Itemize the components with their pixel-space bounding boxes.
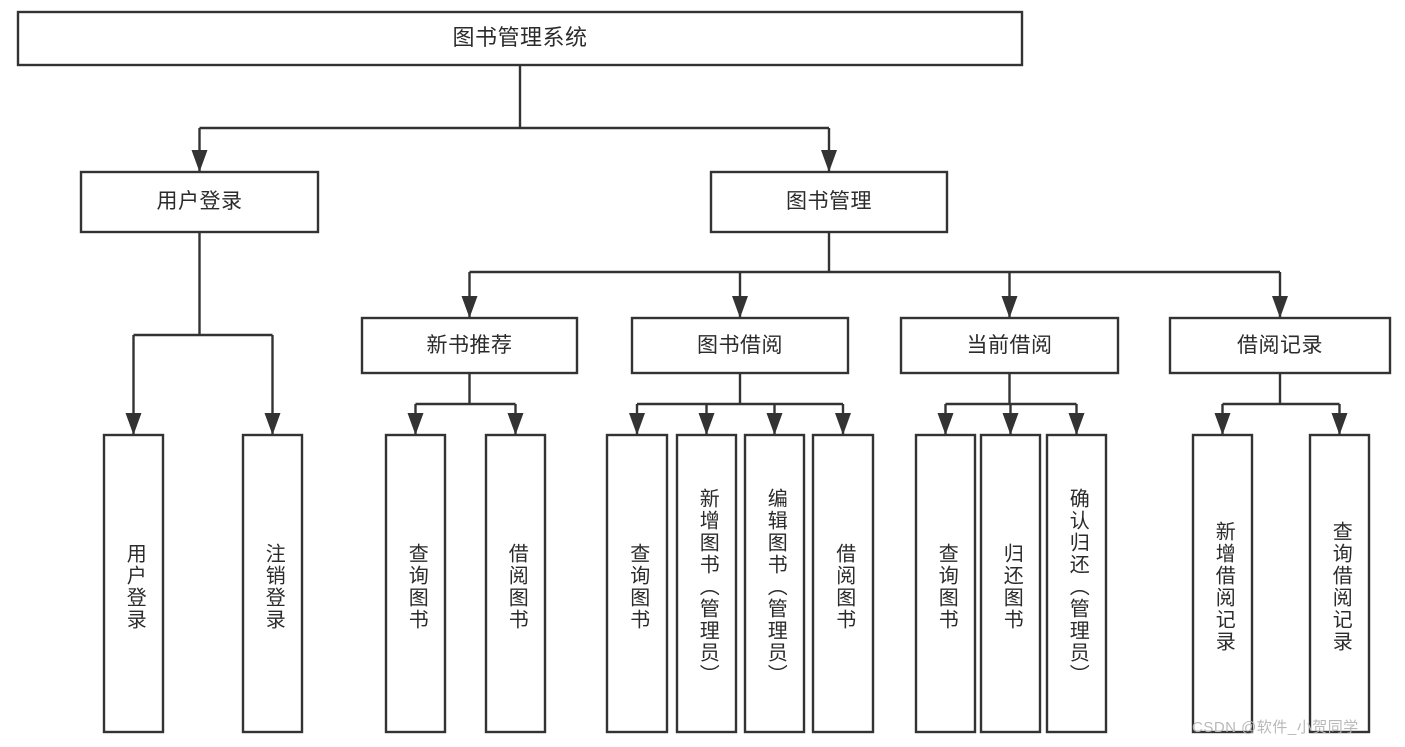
- node-box-leaf-query-book-3[interactable]: [914, 433, 977, 734]
- arrow-head-icon-book-manage: [821, 150, 837, 172]
- node-box-new-book-rec[interactable]: [360, 316, 579, 375]
- node-box-root[interactable]: [16, 10, 1024, 67]
- arrow-head-icon-leaf-edit-book: [766, 413, 783, 435]
- node-box-leaf-edit-book[interactable]: [743, 433, 806, 734]
- arrow-head-icon-leaf-add-record: [1214, 413, 1231, 435]
- arrow-head-icon-current-borrow: [1001, 296, 1018, 318]
- node-shapes-layer: [16, 10, 1392, 734]
- node-box-leaf-add-record[interactable]: [1191, 433, 1254, 734]
- arrow-head-icon-borrow-record: [1272, 296, 1288, 318]
- arrow-head-icon-leaf-query-book-2: [629, 413, 645, 435]
- node-box-leaf-logout[interactable]: [241, 433, 304, 734]
- arrow-head-icon-leaf-add-book: [698, 413, 715, 435]
- connector-layer: [125, 65, 1348, 435]
- node-box-leaf-query-book-1[interactable]: [384, 433, 447, 734]
- node-box-book-manage[interactable]: [709, 170, 949, 234]
- node-box-leaf-borrow-book-1[interactable]: [484, 433, 547, 734]
- node-box-user-login[interactable]: [79, 170, 320, 234]
- node-box-current-borrow[interactable]: [899, 316, 1120, 375]
- arrow-head-icon-leaf-logout: [264, 413, 281, 435]
- node-box-leaf-user-login[interactable]: [102, 433, 165, 734]
- arrow-head-icon-leaf-query-book-1: [407, 413, 424, 435]
- node-box-leaf-query-record[interactable]: [1308, 433, 1371, 734]
- arrow-head-icon-leaf-borrow-book-2: [835, 413, 851, 435]
- arrow-head-icon-leaf-borrow-book-1: [507, 413, 524, 435]
- node-box-leaf-return-book[interactable]: [979, 433, 1042, 734]
- arrow-head-icon-leaf-confirm-return: [1068, 413, 1085, 435]
- arrow-head-icon-book-borrow: [732, 296, 748, 318]
- arrow-head-icon-leaf-user-login: [125, 413, 142, 435]
- arrow-head-icon-leaf-query-book-3: [937, 413, 954, 435]
- node-box-borrow-record[interactable]: [1168, 316, 1392, 375]
- node-box-book-borrow[interactable]: [630, 316, 850, 375]
- csdn-watermark: CSDN @软件_小贺同学: [1192, 719, 1359, 736]
- arrow-head-icon-leaf-return-book: [1002, 413, 1019, 435]
- node-box-leaf-add-book[interactable]: [675, 433, 738, 734]
- node-box-leaf-query-book-2[interactable]: [605, 433, 669, 734]
- node-box-leaf-confirm-return[interactable]: [1045, 433, 1108, 734]
- arrow-head-icon-leaf-query-record: [1331, 413, 1348, 435]
- node-box-leaf-borrow-book-2[interactable]: [811, 433, 875, 734]
- arrow-head-icon-user-login: [191, 150, 208, 172]
- arrow-head-icon-new-book-rec: [461, 296, 478, 318]
